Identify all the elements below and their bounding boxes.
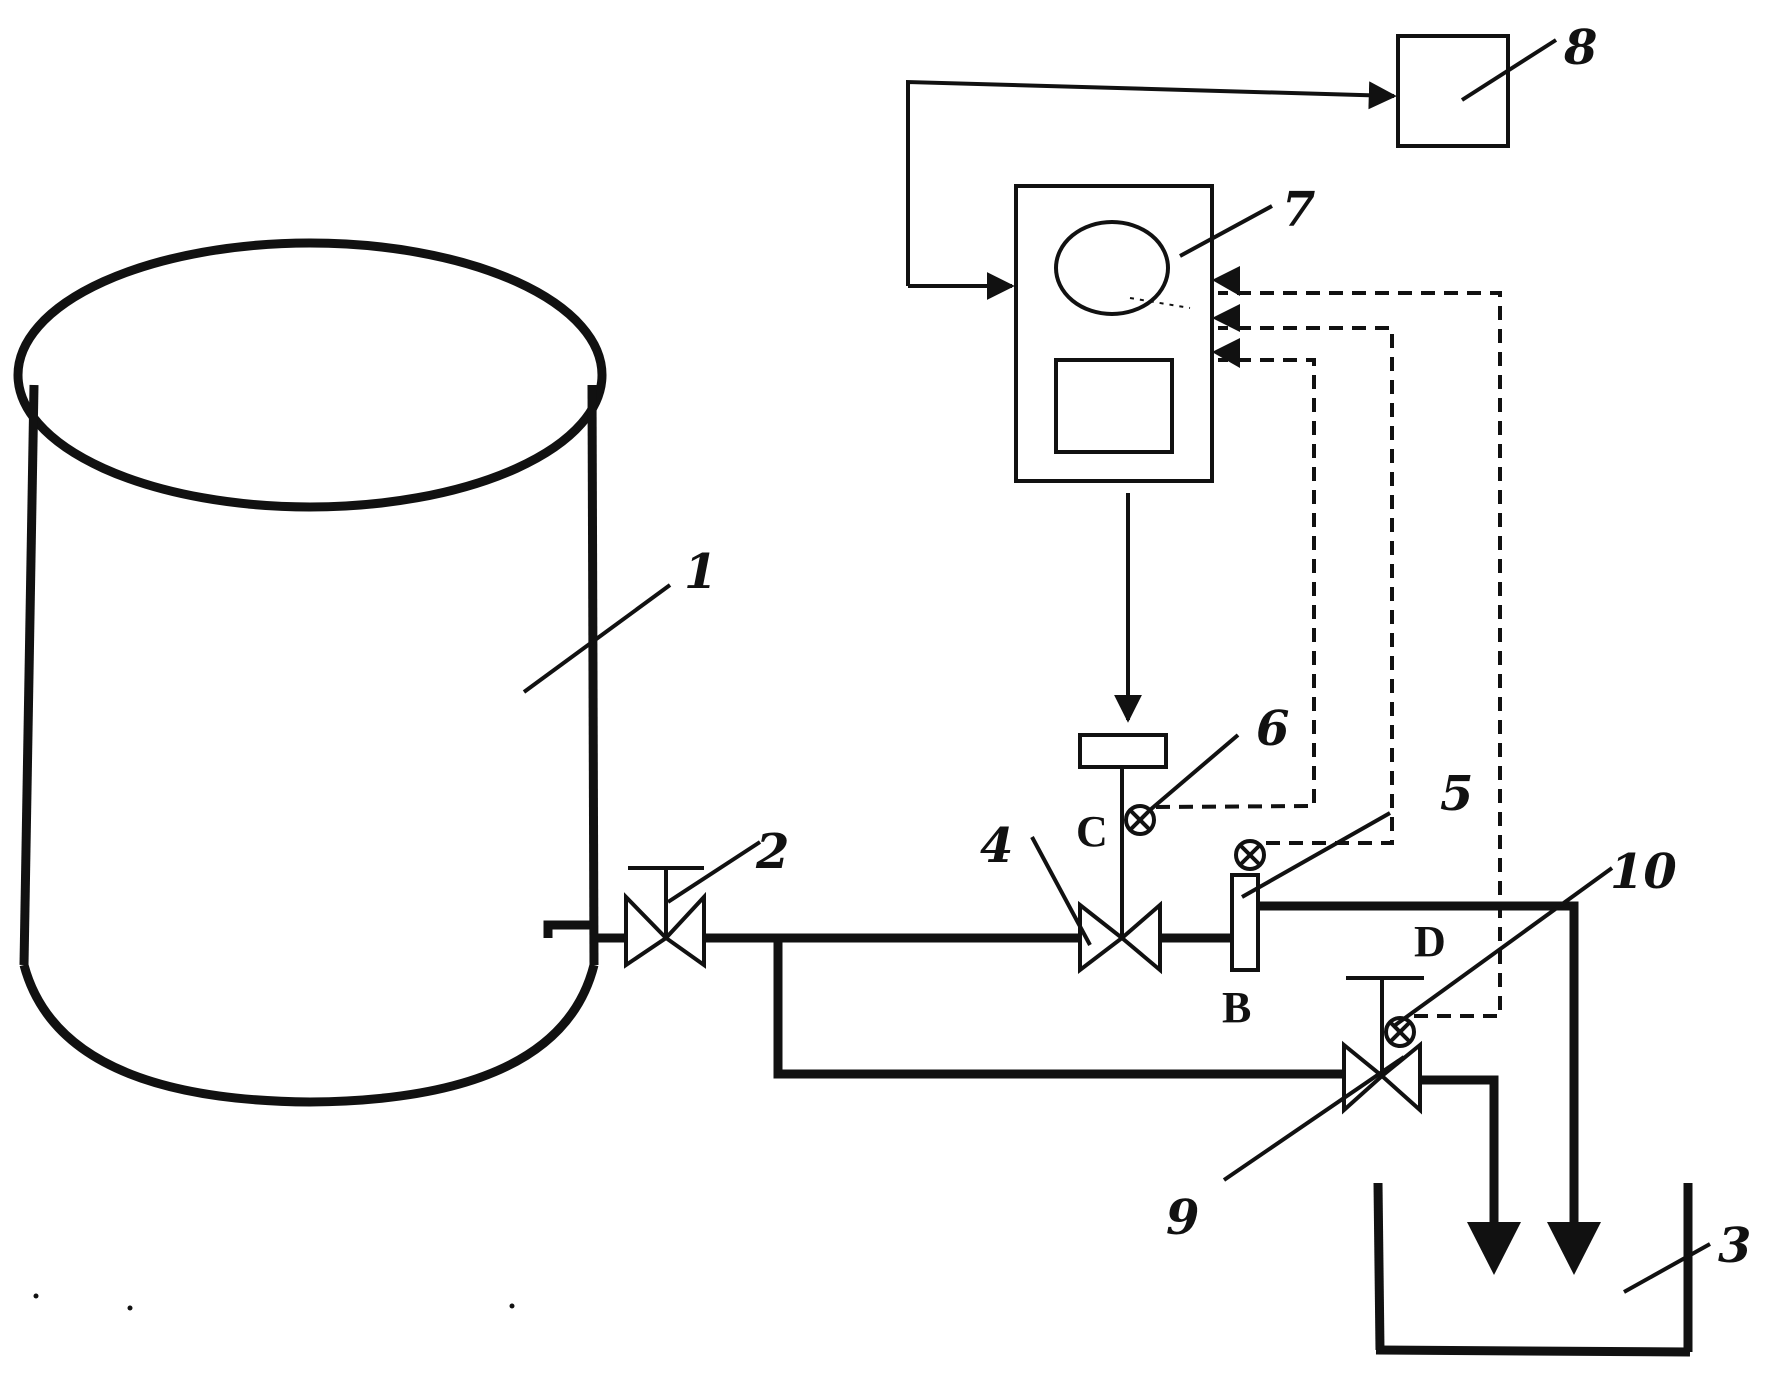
- signal-line-5: [1218, 326, 1394, 845]
- leader-2: [666, 840, 762, 904]
- leader-8: [1460, 38, 1558, 102]
- label-3: 3: [1718, 1218, 1751, 1274]
- valve-actuator: [1078, 733, 1168, 769]
- leader-7: [1179, 204, 1273, 258]
- flow-arrow-left: [1467, 1222, 1521, 1275]
- signal-to-computer: [906, 79, 1397, 286]
- tank-outlet: [543, 920, 594, 938]
- input-arrow-3: [1212, 338, 1240, 368]
- label-4: 4: [980, 818, 1013, 874]
- sensor-10-icon: [1384, 1016, 1416, 1048]
- sensor-5-icon: [1234, 839, 1266, 871]
- leader-6: [1148, 733, 1240, 812]
- label-8: 8: [1563, 20, 1597, 76]
- label-7: 7: [1282, 182, 1315, 238]
- screen-panel: [1054, 358, 1174, 454]
- leader-1: [522, 583, 672, 694]
- leader-5: [1241, 811, 1391, 899]
- label-1: 1: [684, 544, 717, 600]
- computer-8: [1396, 34, 1510, 148]
- label-9: 9: [1166, 1190, 1199, 1246]
- stray-dot: [33, 1293, 39, 1299]
- label-2: 2: [755, 824, 789, 880]
- label-10: 10: [1610, 844, 1677, 900]
- signal-line-10: [1218, 291, 1502, 1018]
- input-arrow-2: [1212, 304, 1240, 332]
- sensor-6-icon: [1124, 804, 1156, 836]
- point-b: B: [1222, 983, 1251, 1032]
- bypass-pipe: [773, 938, 1344, 1079]
- leader-10: [1392, 866, 1614, 1028]
- manual-valve-2: [624, 866, 706, 969]
- signal-line-6: [1155, 358, 1316, 809]
- gauge-display: [1054, 220, 1170, 316]
- bypass-outlet-pipe: [1418, 1075, 1499, 1230]
- stray-dot: [127, 1305, 133, 1311]
- input-arrow-1: [1212, 266, 1240, 296]
- leader-3: [1623, 1242, 1711, 1294]
- leader-4: [1030, 836, 1092, 946]
- control-valve-4: [1078, 733, 1168, 975]
- leader-9: [1222, 1055, 1406, 1182]
- outlet-pipe-d: [1258, 901, 1579, 1230]
- controller-7: [1014, 184, 1214, 483]
- controller-mark: [1129, 297, 1191, 309]
- point-c: C: [1076, 807, 1108, 856]
- stray-dot: [509, 1303, 515, 1309]
- point-d: D: [1414, 917, 1446, 966]
- receiving-tank-3: [1373, 1182, 1693, 1357]
- storage-tank: [13, 238, 607, 1107]
- label-6: 6: [1256, 701, 1289, 757]
- flow-arrow-right: [1547, 1222, 1601, 1275]
- label-5: 5: [1440, 766, 1473, 822]
